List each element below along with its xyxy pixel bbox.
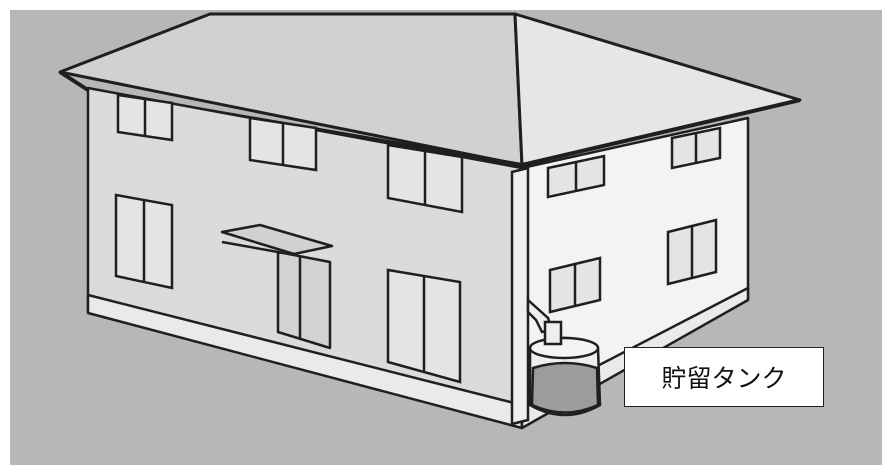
tank-label-text: 貯留タンク (661, 359, 786, 395)
tank-label: 貯留タンク (624, 347, 824, 407)
